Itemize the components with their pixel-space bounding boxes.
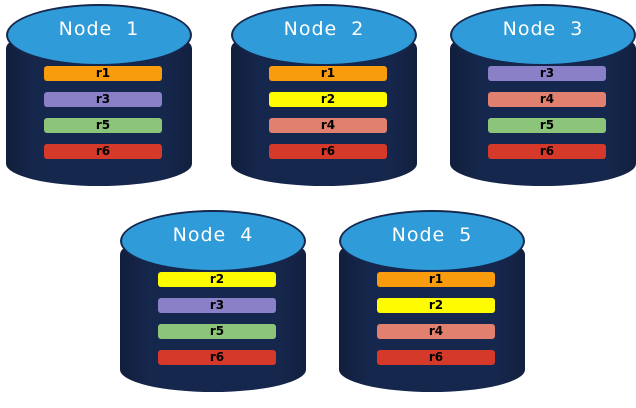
replica-bar[interactable]: r6	[269, 144, 387, 159]
replica-bar-list: r2 r3 r5 r6	[158, 272, 276, 365]
replica-bar[interactable]: r6	[377, 350, 495, 365]
replica-bar[interactable]: r6	[44, 144, 162, 159]
replica-bar-list: r1 r2 r4 r6	[269, 66, 387, 159]
replica-bar[interactable]: r3	[158, 298, 276, 313]
replica-bar[interactable]: r5	[158, 324, 276, 339]
replica-bar[interactable]: r2	[269, 92, 387, 107]
replica-bar[interactable]: r3	[44, 92, 162, 107]
replica-bar-list: r1 r3 r5 r6	[44, 66, 162, 159]
replica-bar[interactable]: r5	[44, 118, 162, 133]
node-cylinder-2[interactable]: Node 2 r1 r2 r4 r6	[231, 4, 417, 194]
cylinder-top-disc	[6, 4, 192, 66]
replica-bar[interactable]: r2	[158, 272, 276, 287]
cylinder-top-disc	[231, 4, 417, 66]
node-cylinder-1[interactable]: Node 1 r1 r3 r5 r6	[6, 4, 192, 194]
replica-bar-list: r1 r2 r4 r6	[377, 272, 495, 365]
cylinder-top-disc	[120, 210, 306, 272]
replica-bar[interactable]: r5	[488, 118, 606, 133]
replica-bar-list: r3 r4 r5 r6	[488, 66, 606, 159]
node-label: Node 1	[58, 18, 140, 40]
replica-bar[interactable]: r1	[44, 66, 162, 81]
cylinder-top-disc	[339, 210, 525, 272]
node-cylinder-3[interactable]: Node 3 r3 r4 r5 r6	[450, 4, 636, 194]
node-cylinder-5[interactable]: Node 5 r1 r2 r4 r6	[339, 210, 525, 400]
replica-bar[interactable]: r1	[269, 66, 387, 81]
replica-bar[interactable]: r1	[377, 272, 495, 287]
replica-bar[interactable]: r4	[488, 92, 606, 107]
replica-bar[interactable]: r4	[269, 118, 387, 133]
replica-bar[interactable]: r4	[377, 324, 495, 339]
node-label: Node 2	[283, 18, 365, 40]
replica-bar[interactable]: r3	[488, 66, 606, 81]
replica-bar[interactable]: r6	[488, 144, 606, 159]
cylinder-top-disc	[450, 4, 636, 66]
replica-bar[interactable]: r2	[377, 298, 495, 313]
node-label: Node 3	[502, 18, 584, 40]
node-cylinder-4[interactable]: Node 4 r2 r3 r5 r6	[120, 210, 306, 400]
node-label: Node 4	[172, 224, 254, 246]
replica-bar[interactable]: r6	[158, 350, 276, 365]
node-label: Node 5	[391, 224, 473, 246]
